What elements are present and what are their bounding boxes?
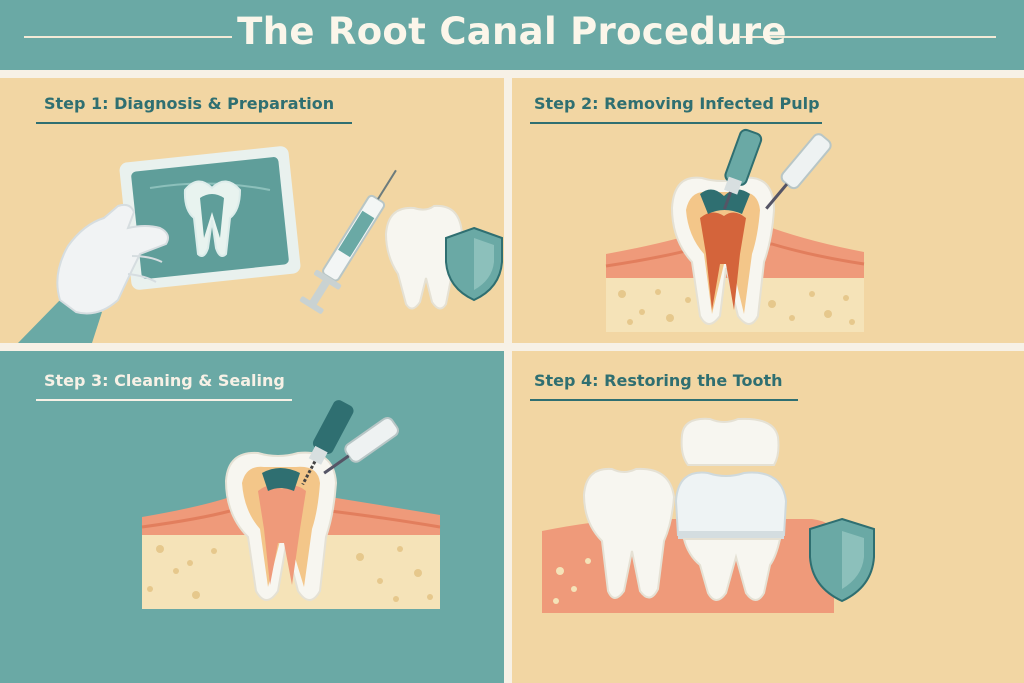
step-3-illustration xyxy=(141,400,441,609)
page-title: The Root Canal Procedure xyxy=(237,10,787,53)
step-1-label: Step 1: Diagnosis & Preparation xyxy=(44,94,335,113)
dental-tool-icon xyxy=(323,416,399,475)
step-2-illustration xyxy=(605,128,865,332)
dental-tool-icon xyxy=(765,133,832,210)
step-1-underline xyxy=(36,122,352,124)
step-1-panel: Step 1: Diagnosis & Preparation xyxy=(0,78,504,343)
dental-crown-icon xyxy=(680,417,780,466)
header-banner: The Root Canal Procedure xyxy=(0,0,1024,70)
xray-film-icon xyxy=(119,146,301,290)
dental-drill-icon xyxy=(723,128,763,210)
crowned-tooth-icon xyxy=(674,471,788,601)
header-rule-left xyxy=(24,36,232,38)
step-4-illustration xyxy=(542,417,875,613)
step-3-underline xyxy=(36,399,292,401)
step-4-underline xyxy=(530,399,798,401)
step-1-illustration xyxy=(18,146,503,343)
tooth-cross-section-icon xyxy=(670,176,776,325)
tooth-cross-section-icon xyxy=(224,451,338,601)
gloved-hand-icon xyxy=(56,203,169,315)
header-rule-right xyxy=(740,36,996,38)
tooth-icon xyxy=(582,467,676,599)
step-2-panel: Step 2: Removing Infected Pulp xyxy=(512,78,1024,343)
step-2-underline xyxy=(530,122,822,124)
step-4-panel: Step 4: Restoring the Tooth xyxy=(512,351,1024,683)
step-4-label: Step 4: Restoring the Tooth xyxy=(534,371,783,390)
step-3-panel: Step 3: Cleaning & Sealing xyxy=(0,351,504,683)
step-3-label: Step 3: Cleaning & Sealing xyxy=(44,371,285,390)
step-2-label: Step 2: Removing Infected Pulp xyxy=(534,94,820,113)
syringe-icon xyxy=(299,169,397,314)
